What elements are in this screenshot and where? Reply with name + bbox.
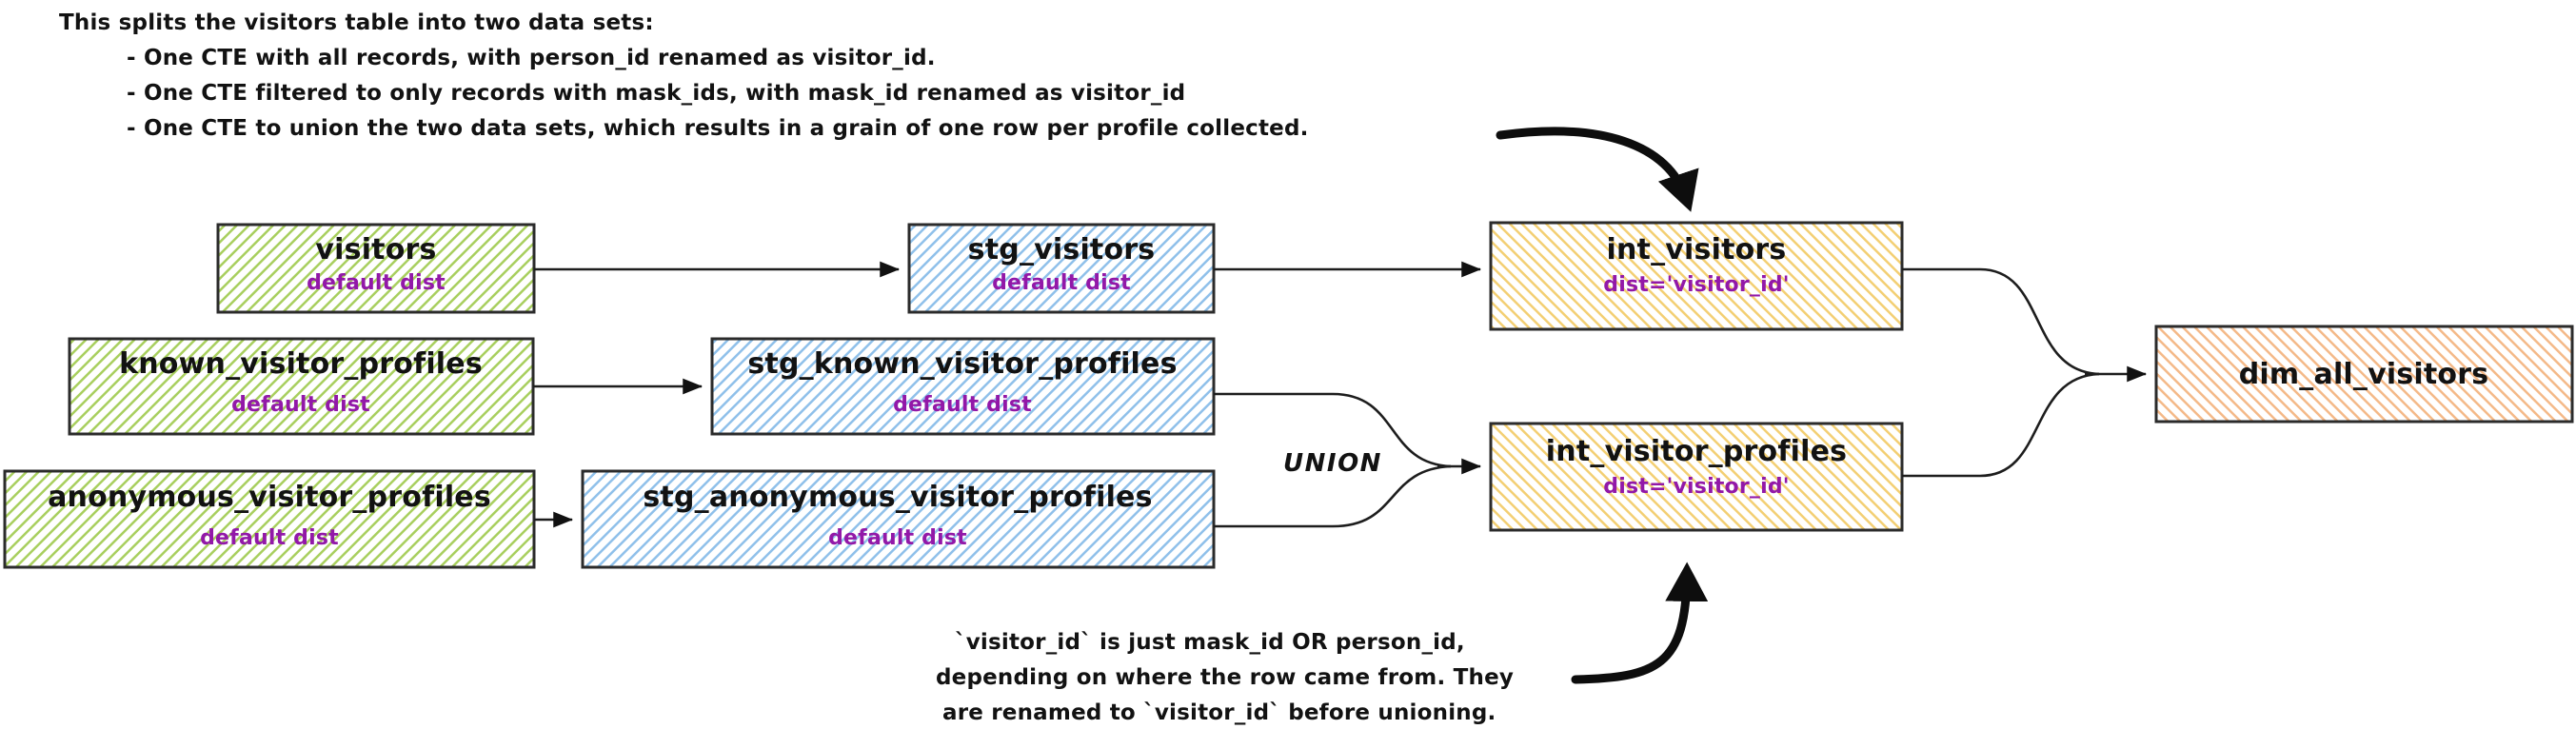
node-dist-stg-known-visitor-profiles: default dist — [893, 393, 1032, 417]
node-dist-visitors: default dist — [307, 271, 446, 295]
node-dist-int-visitors: dist='visitor_id' — [1603, 273, 1790, 297]
node-dist-stg-anonymous-visitor-profiles: default dist — [828, 526, 967, 550]
node-dist-int-visitor-profiles: dist='visitor_id' — [1603, 475, 1790, 499]
node-visitors[interactable] — [216, 223, 536, 314]
annotation-top-line-2: - One CTE with all records, with person_… — [127, 46, 936, 70]
edge-int-visitor-profiles-to-dim — [1902, 372, 2100, 478]
annotation-bottom-line-2: depending on where the row came from. Th… — [936, 665, 1514, 690]
edge-label-union: UNION — [1283, 449, 1382, 478]
callout-arrow-top — [1496, 127, 1699, 212]
node-label-anonymous-visitor-profiles: anonymous_visitor_profiles — [48, 481, 491, 514]
node-known-visitor-profiles[interactable] — [68, 337, 535, 436]
node-label-int-visitors: int_visitors — [1607, 233, 1787, 266]
edge-stg-known-to-int-visitor-profiles — [1214, 392, 1452, 468]
annotation-top-line-3: - One CTE filtered to only records with … — [127, 81, 1185, 106]
edge-int-visitors-to-dim — [1902, 267, 2100, 376]
node-int-visitors[interactable] — [1489, 221, 1904, 331]
node-label-stg-visitors: stg_visitors — [968, 233, 1156, 266]
annotation-bottom-line-3: are renamed to `visitor_id` before union… — [942, 700, 1496, 725]
node-int-visitor-profiles[interactable] — [1489, 422, 1904, 532]
annotation-top-line-4: - One CTE to union the two data sets, wh… — [127, 116, 1309, 141]
node-stg-known-visitor-profiles[interactable] — [710, 337, 1216, 436]
node-label-dim-all-visitors: dim_all_visitors — [2239, 358, 2489, 391]
node-label-known-visitor-profiles: known_visitor_profiles — [119, 347, 483, 381]
node-dist-stg-visitors: default dist — [992, 271, 1131, 295]
node-dim-all-visitors[interactable] — [2154, 325, 2574, 424]
node-dist-known-visitor-profiles: default dist — [231, 393, 370, 417]
node-dist-anonymous-visitor-profiles: default dist — [200, 526, 339, 550]
annotation-bottom-line-1: `visitor_id` is just mask_id OR person_i… — [955, 630, 1465, 655]
node-label-stg-anonymous-visitor-profiles: stg_anonymous_visitor_profiles — [643, 481, 1152, 514]
node-stg-anonymous-visitor-profiles[interactable] — [581, 469, 1216, 569]
edge-stg-anon-to-int-visitor-profiles — [1214, 464, 1452, 528]
callout-arrow-bottom — [1571, 562, 1709, 684]
node-label-visitors: visitors — [315, 233, 436, 266]
annotation-top-line-1: This splits the visitors table into two … — [59, 10, 654, 35]
node-anonymous-visitor-profiles[interactable] — [3, 469, 536, 569]
node-label-stg-known-visitor-profiles: stg_known_visitor_profiles — [747, 347, 1177, 381]
node-label-int-visitor-profiles: int_visitor_profiles — [1546, 435, 1847, 468]
